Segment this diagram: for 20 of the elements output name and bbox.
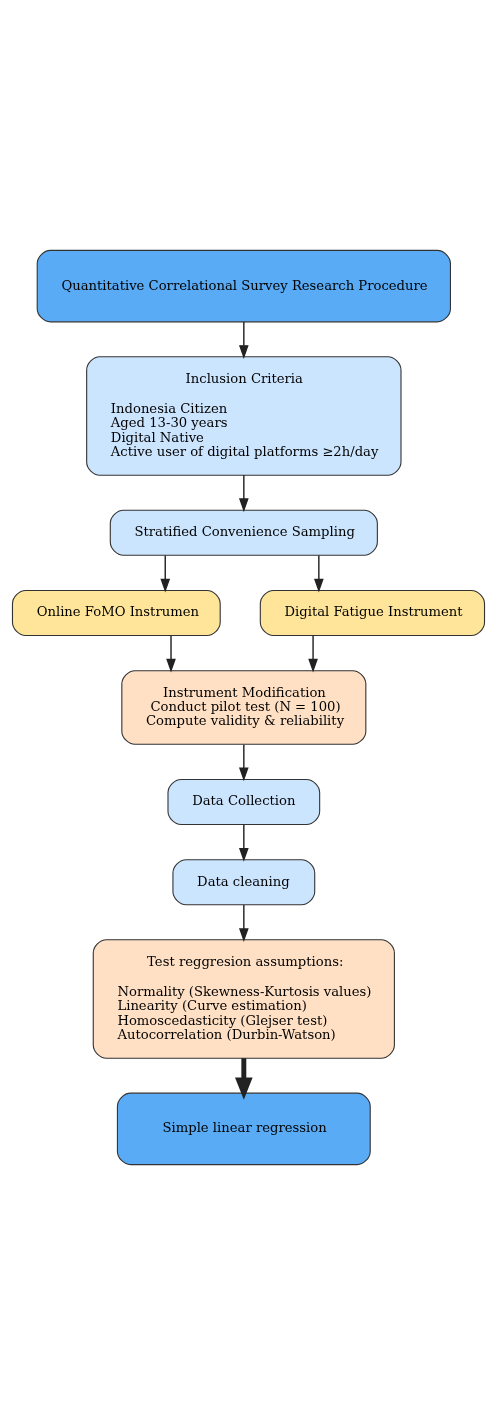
node-box: Digital Fatigue Instrument bbox=[259, 589, 486, 637]
arrow bbox=[166, 635, 176, 673]
arrow bbox=[238, 321, 249, 359]
arrow bbox=[238, 744, 249, 782]
node-box: Data cleaning bbox=[172, 859, 316, 906]
arrow bbox=[308, 635, 318, 673]
node-box: Test reggresion assumptions: Normality (Skewness-Kurtosis values) Linearity (Curve estimation) Homoscedasticity (Glejser test) Autocorrelation (Durbin-Watson) bbox=[92, 939, 395, 1059]
node-box: Simple linear regression bbox=[116, 1092, 371, 1166]
arrow bbox=[238, 474, 249, 513]
node-box: Instrument Modification Conduct pilot test (N = 100) Compute validity & reliability bbox=[121, 670, 367, 745]
node-box: Data Collection bbox=[167, 778, 321, 826]
node-box: Stratified Convenience Sampling bbox=[109, 509, 378, 556]
arrow bbox=[238, 824, 249, 862]
arrow bbox=[314, 554, 324, 593]
node-box: Quantitative Correlational Survey Research Procedure bbox=[36, 249, 451, 323]
node-box: Inclusion Criteria Indonesia Citizen Aged 13-30 years Digital Native Active user of digital platforms ≥2h/day bbox=[86, 356, 402, 476]
arrow bbox=[235, 1058, 253, 1100]
arrow bbox=[238, 904, 249, 943]
node-box: Online FoMO Instrumen bbox=[11, 589, 221, 637]
arrow bbox=[160, 554, 171, 593]
